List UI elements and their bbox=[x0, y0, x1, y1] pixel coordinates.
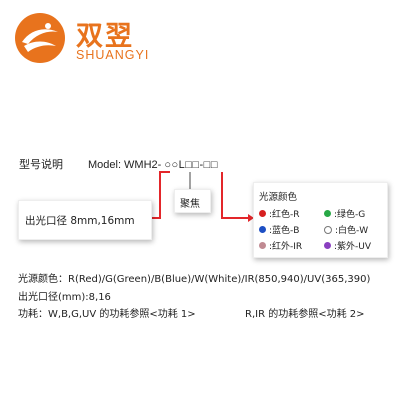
color-connector bbox=[221, 172, 248, 219]
color-item-label: :绿色-G bbox=[334, 210, 366, 220]
info-color-line: 光源颜色：R(Red)/G(Green)/B(Blue)/W(White)/IR… bbox=[18, 274, 371, 285]
aperture-connector bbox=[150, 171, 170, 219]
brand-name-cn: 双翌 bbox=[76, 21, 134, 52]
red-dot-icon bbox=[259, 210, 266, 217]
color-item-blue: :蓝色-B bbox=[259, 223, 299, 236]
green-dot-icon bbox=[324, 210, 331, 217]
color-item-ir: :红外-IR bbox=[259, 239, 302, 252]
uv-dot-icon bbox=[324, 242, 331, 249]
info-power-line: 功耗：W,B,G,UV 的功耗参照<功耗 1> bbox=[18, 305, 196, 320]
color-item-label: :紫外-UV bbox=[334, 242, 372, 252]
power-a: W,B,G,UV 的功耗参照<功耗 1> bbox=[48, 309, 196, 320]
color-item-label: :红色-R bbox=[269, 210, 300, 220]
model-word: Model: bbox=[88, 159, 122, 171]
focus-text: 聚焦 bbox=[180, 199, 200, 210]
model-row: 型号说明 Model:WMH2-○○L□□-□□ bbox=[19, 156, 218, 172]
color-item-label: :红外-IR bbox=[269, 242, 303, 252]
power-b: R,IR 的功耗参照<功耗 2> bbox=[245, 309, 365, 320]
aperture-box: 出光口径 8mm,16mm bbox=[18, 200, 152, 240]
blue-dot-icon bbox=[259, 226, 266, 233]
color-item-red: :红色-R bbox=[259, 207, 300, 220]
color-box: 光源颜色 :红色-R :绿色-G :蓝色-B :白色-W :红外-IR :紫外-… bbox=[253, 182, 388, 258]
color-title: 光源颜色 bbox=[259, 192, 298, 203]
color-item-label: :蓝色-B bbox=[269, 226, 300, 236]
color-item-label: :白色-W bbox=[335, 226, 369, 236]
color-item-uv: :紫外-UV bbox=[324, 239, 371, 252]
power-label: 功耗： bbox=[18, 309, 48, 320]
white-dot-icon bbox=[324, 225, 332, 234]
model-label: 型号说明 bbox=[19, 158, 63, 171]
focus-box: 聚焦 bbox=[174, 189, 211, 213]
model-prefix: WMH2- bbox=[124, 159, 162, 171]
aperture-text: 出光口径 8mm,16mm bbox=[25, 215, 135, 227]
color-item-white: :白色-W bbox=[324, 223, 368, 236]
logo-icon bbox=[15, 13, 65, 63]
info-aperture-line: 出光口径(mm):8,16 bbox=[18, 292, 111, 303]
brand-name-en: SHUANGYI bbox=[76, 48, 150, 62]
ir-dot-icon bbox=[259, 242, 266, 249]
model-code: ○○L□□-□□ bbox=[164, 159, 218, 171]
color-item-green: :绿色-G bbox=[324, 207, 365, 220]
